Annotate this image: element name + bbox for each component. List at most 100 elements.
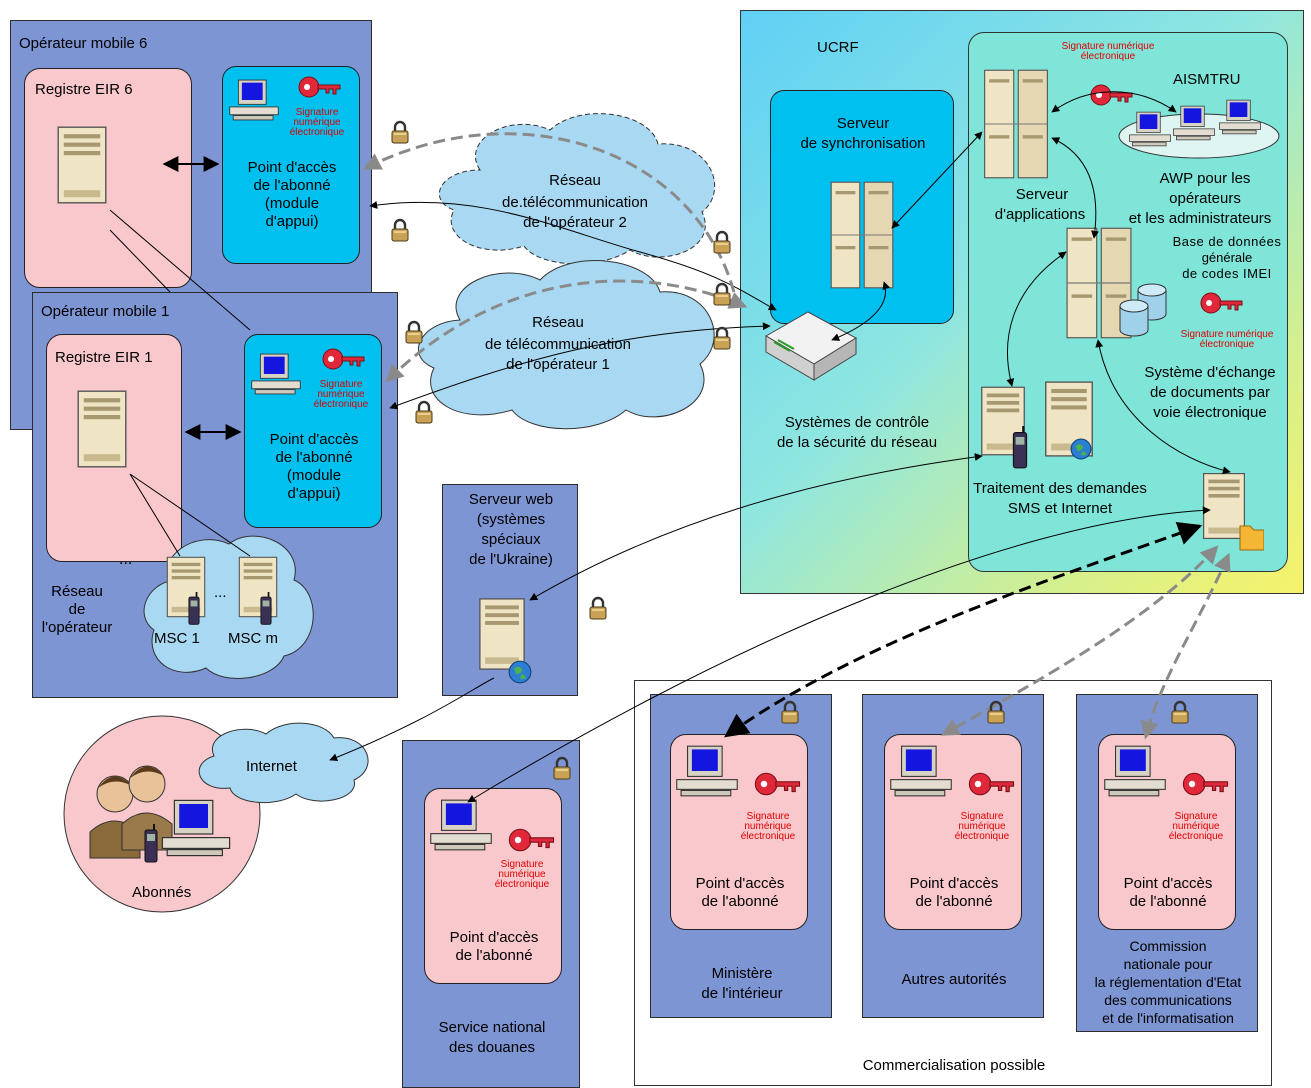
ministry-line1: Ministère <box>711 965 773 982</box>
ministry-line2: de l'intérieur <box>701 985 783 1002</box>
op-network-line1: Réseau <box>51 583 103 600</box>
sig-line3: électronique <box>494 879 550 890</box>
cloud2-line3: de l'opérateur 2 <box>523 214 627 231</box>
operator-network-cloud <box>143 535 314 679</box>
ap-line2: de l'abonné <box>455 947 533 964</box>
key-icon <box>968 772 1015 796</box>
ap-line2: de l'abonné <box>1129 893 1207 910</box>
sig-line1: Signature <box>295 107 339 118</box>
sync-line2: de synchronisation <box>800 135 926 152</box>
ucrf-title: UCRF <box>817 39 859 56</box>
key-icon <box>754 772 801 796</box>
op6-ap-line2: de l'abonné <box>253 177 331 194</box>
lock-icon <box>588 596 608 620</box>
ap-line1: Point d'accès <box>1123 875 1213 892</box>
ap-line1: Point d'accès <box>909 875 999 892</box>
sig-line3: électronique <box>740 831 796 842</box>
sig-line3: électronique <box>954 831 1010 842</box>
op-network-line2: de <box>68 601 86 618</box>
key-icon <box>1182 772 1229 796</box>
doc-line2: de documents par <box>1149 384 1271 401</box>
computer-icon <box>251 353 301 395</box>
key-icon <box>1200 292 1243 314</box>
app-server-icon <box>984 69 1048 179</box>
ap-line1: Point d'accès <box>449 929 539 946</box>
commission-line4: des communications <box>1104 992 1232 1008</box>
awp-workstations <box>1118 99 1280 159</box>
sig-line3: électronique <box>313 399 369 410</box>
router-icon <box>765 311 857 381</box>
sig-line2: numérique <box>293 117 341 128</box>
doc-line3: voie électronique <box>1153 404 1267 421</box>
op6-ap-line3: (module <box>264 195 320 212</box>
web-line1: Serveur web <box>468 491 554 508</box>
sig-line2: numérique <box>1172 821 1220 832</box>
mscm-label: MSC m <box>228 630 278 647</box>
customs-line1: Service national <box>438 1019 546 1036</box>
msc-dots: ... <box>214 584 227 601</box>
customs-line2: des douanes <box>449 1039 535 1056</box>
eir6-server-icon <box>57 126 107 204</box>
cloud2-line2: de.télécommunication <box>502 194 648 211</box>
sync-server-icon <box>830 181 894 289</box>
web-line3: spéciaux <box>481 531 541 548</box>
key-icon <box>298 76 341 98</box>
commission-line1: Commission <box>1129 938 1207 954</box>
commission-line5: et de l'informatisation <box>1102 1010 1234 1026</box>
computer-icon <box>229 79 279 121</box>
awp-line2: opérateurs <box>1169 190 1241 207</box>
doc-exchange-server-icon <box>1202 472 1264 551</box>
sig-line1: Signature <box>960 811 1004 822</box>
sms-line1: Traitement des demandes <box>973 480 1147 497</box>
web-line4: de l'Ukraine) <box>469 551 553 568</box>
commission-line3: la réglementation d'Etat <box>1094 974 1242 990</box>
sig-line3: électronique <box>1168 831 1224 842</box>
sig-line1: Signature <box>1174 811 1218 822</box>
sms-line2: SMS et Internet <box>1007 500 1113 517</box>
database-icon <box>1119 283 1167 337</box>
app-server-line2: d'applications <box>994 206 1086 223</box>
operator1-eir-label: Registre EIR 1 <box>55 349 153 366</box>
security-line2: de la sécurité du réseau <box>776 434 938 451</box>
awp-line1: AWP pour les <box>1159 170 1251 187</box>
sig-line2: numérique <box>498 869 546 880</box>
aismtru-title: AISMTRU <box>1173 71 1241 88</box>
operator1-title: Opérateur mobile 1 <box>41 303 170 320</box>
sig-line2: numérique <box>958 821 1006 832</box>
cloud1-line2: de télécommunication <box>485 336 631 353</box>
op1-ap-line4: d'appui) <box>287 485 341 502</box>
phone-icon <box>260 592 272 626</box>
sig-line3: électronique <box>289 127 345 138</box>
msc1-server-icon <box>166 556 206 618</box>
globe-icon <box>1070 438 1092 460</box>
sig-line2: numérique <box>317 389 365 400</box>
mscm-server-icon <box>238 556 278 618</box>
globe-icon <box>508 660 532 684</box>
authorities-label: Autres autorités <box>901 971 1007 988</box>
ap-line2: de l'abonné <box>915 893 993 910</box>
awp-line3: et les administrateurs <box>1128 210 1272 227</box>
lock-icon <box>390 120 410 144</box>
operator6-eir-label: Registre EIR 6 <box>35 81 133 98</box>
phone-icon <box>188 592 200 626</box>
key-icon <box>508 828 555 852</box>
sig-line1: Signature <box>500 859 544 870</box>
computer-icon <box>430 799 492 851</box>
eir1-server-icon <box>77 390 127 468</box>
computer-icon <box>1104 745 1166 797</box>
op6-ap-line1: Point d'accès <box>247 159 337 176</box>
doc-line1: Système d'échange <box>1144 364 1276 381</box>
computer-icon <box>890 745 952 797</box>
computer-icon <box>676 745 738 797</box>
cloud1-line1: Réseau <box>532 314 584 331</box>
sig-line2: électronique <box>1080 51 1136 62</box>
op-network-line3: l'opérateur <box>41 619 113 636</box>
sig-line1: Signature numérique <box>1180 329 1274 340</box>
cloud1-line3: de l'opérateur 1 <box>506 356 610 373</box>
imei-line3: de codes IMEI <box>1182 266 1272 281</box>
op1-ap-line3: (module <box>286 467 342 484</box>
